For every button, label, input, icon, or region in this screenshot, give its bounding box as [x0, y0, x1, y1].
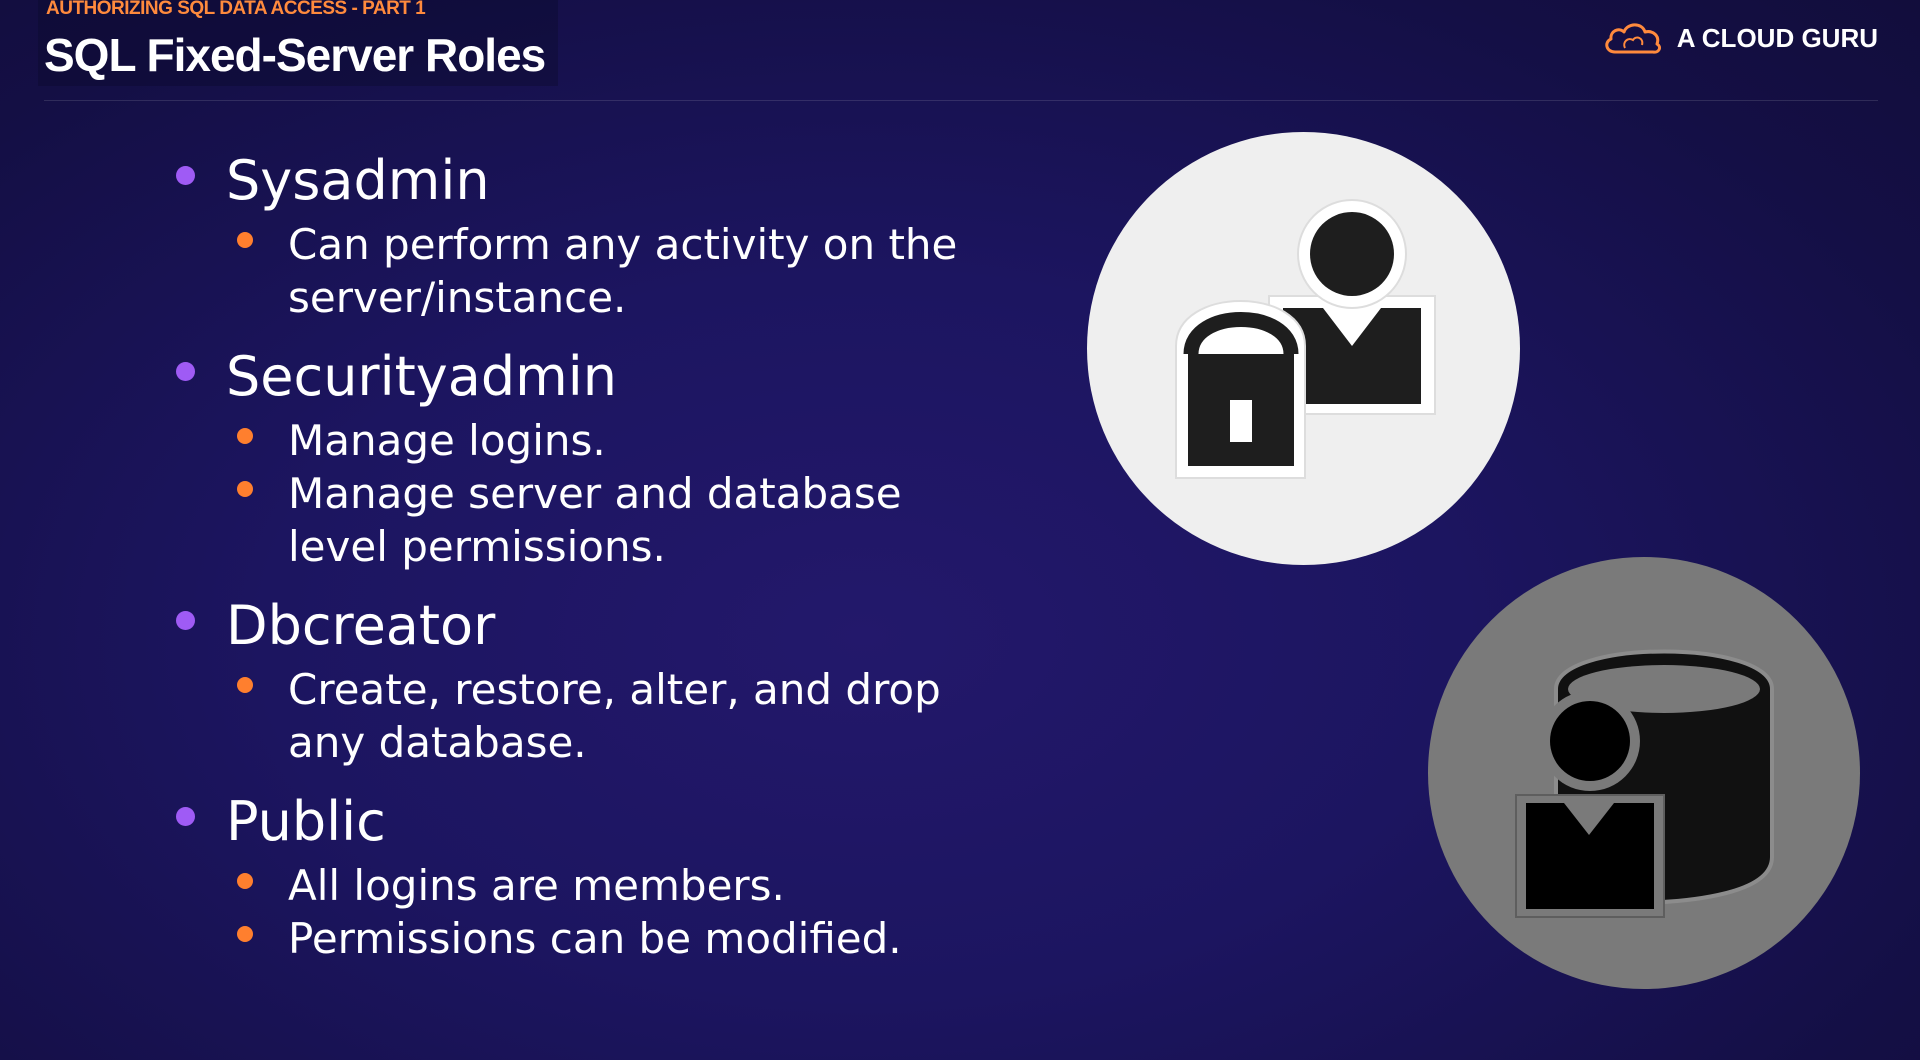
slide-title: SQL Fixed-Server Roles: [44, 29, 546, 81]
role-item-securityadmin: Securityadmin Manage logins. Manage serv…: [170, 344, 970, 573]
user-lock-icon: [1175, 199, 1436, 479]
role-detail-text: Can perform any activity on the server/i…: [288, 220, 958, 322]
role-heading: Sysadmin: [170, 148, 970, 214]
role-heading: Public: [170, 789, 970, 855]
role-detail-text: Permissions can be modified.: [288, 914, 902, 963]
role-details: Create, restore, alter, and drop any dat…: [170, 663, 970, 769]
database-user-illustration: [1428, 557, 1860, 989]
roles-list: Sysadmin Can perform any activity on the…: [170, 148, 970, 985]
orange-bullet-icon: [237, 873, 253, 889]
role-detail: Manage server and database level permiss…: [170, 467, 970, 573]
role-heading: Securityadmin: [170, 344, 970, 410]
role-name: Public: [226, 790, 386, 853]
cloud-icon: [1605, 23, 1661, 54]
role-details: Can perform any activity on the server/i…: [170, 218, 970, 324]
role-item-public: Public All logins are members. Permissio…: [170, 789, 970, 965]
role-detail-text: Create, restore, alter, and drop any dat…: [288, 665, 941, 767]
slide-subtitle: AUTHORIZING SQL DATA ACCESS - PART 1: [46, 0, 426, 19]
role-detail: All logins are members.: [170, 859, 970, 912]
role-detail-text: Manage server and database level permiss…: [288, 469, 902, 571]
brand-logo: A CLOUD GURU: [1601, 18, 1878, 58]
user-lock-illustration: [1087, 132, 1520, 565]
role-item-sysadmin: Sysadmin Can perform any activity on the…: [170, 148, 970, 324]
brand-name: A CLOUD GURU: [1676, 22, 1878, 53]
role-name: Dbcreator: [226, 594, 496, 657]
header-divider: [44, 100, 1878, 101]
orange-bullet-icon: [237, 677, 253, 693]
role-name: Securityadmin: [226, 345, 617, 408]
role-details: All logins are members. Permissions can …: [170, 859, 970, 965]
role-heading: Dbcreator: [170, 593, 970, 659]
purple-bullet-icon: [176, 166, 195, 185]
orange-bullet-icon: [237, 926, 253, 942]
role-detail: Create, restore, alter, and drop any dat…: [170, 663, 970, 769]
role-item-dbcreator: Dbcreator Create, restore, alter, and dr…: [170, 593, 970, 769]
role-detail-text: Manage logins.: [288, 416, 606, 465]
database-user-icon: [1515, 649, 1774, 918]
purple-bullet-icon: [176, 611, 195, 630]
role-detail-text: All logins are members.: [288, 861, 785, 910]
role-details: Manage logins. Manage server and databas…: [170, 414, 970, 573]
purple-bullet-icon: [176, 362, 195, 381]
orange-bullet-icon: [237, 232, 253, 248]
orange-bullet-icon: [237, 481, 253, 497]
role-detail: Permissions can be modified.: [170, 912, 970, 965]
role-name: Sysadmin: [226, 149, 490, 212]
role-detail: Can perform any activity on the server/i…: [170, 218, 970, 324]
header-bar: [38, 0, 558, 86]
purple-bullet-icon: [176, 807, 195, 826]
orange-bullet-icon: [237, 428, 253, 444]
role-detail: Manage logins.: [170, 414, 970, 467]
